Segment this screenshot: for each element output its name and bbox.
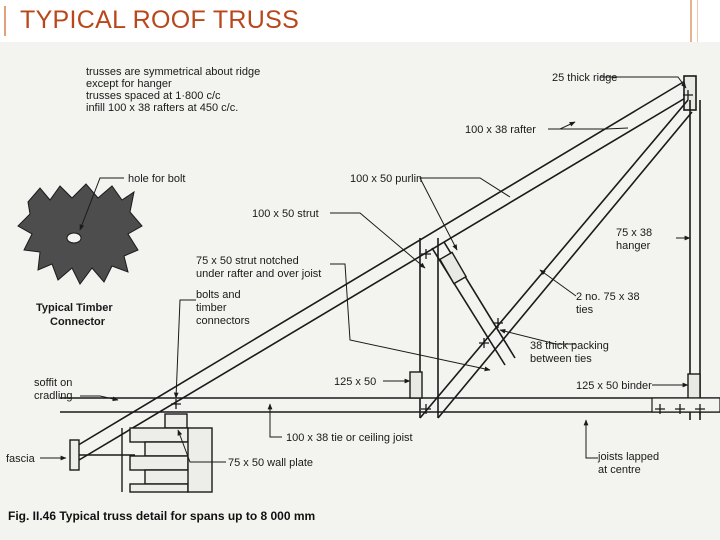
wall-plate-label: 75 x 50 wall plate [228,457,313,469]
hole-for-bolt-label: hole for bolt [128,173,185,185]
timber-connector-icon [17,183,143,285]
note-line-4: infill 100 x 38 rafters at 450 c/c. [86,102,238,114]
ties-label-1: 2 no. 75 x 38 [576,291,640,303]
binder-block [687,373,701,399]
bolts-label-1: bolts and [196,289,241,301]
tie-line-2 [437,111,693,419]
hanger-label-2: hanger [616,240,651,252]
figure-caption: Fig. II.46 Typical truss detail for span… [8,509,315,523]
wall-plate [164,413,188,429]
hanger-label-1: 75 x 38 [616,227,652,239]
truss-members [60,75,720,464]
joist-lap-plate [651,397,720,413]
block-label: 125 x 50 [334,376,376,388]
rafter-top-line [69,77,691,451]
lapped-label-2: at centre [598,464,641,476]
notched-strut-label-1: 75 x 50 strut notched [196,255,299,267]
bolts-label-3: connectors [196,315,250,327]
note-line-3: trusses spaced at 1·800 c/c [86,90,221,102]
notched-strut-label-2: under rafter and over joist [196,268,321,280]
binder-label: 125 x 50 binder [576,380,652,392]
soffit-label-1: soffit on [34,377,72,389]
fascia-board [69,439,80,471]
fascia-label: fascia [6,453,36,465]
connector-title-1: Typical Timber [36,302,113,314]
bolt-marks [171,90,705,414]
tie-joist-label: 100 x 38 tie or ceiling joist [286,432,413,444]
soffit-label-2: cradling [34,390,73,402]
bolt-hole [66,232,82,244]
purlin-block [438,251,468,285]
notes-block: trusses are symmetrical about ridge exce… [86,66,260,114]
purlin-label: 100 x 50 purlin [350,173,422,185]
connector-title-2: Connector [50,316,106,328]
strut-label: 100 x 50 strut [252,208,319,220]
leader-lines [40,76,691,463]
packing-label-2: between ties [530,353,592,365]
ridge-label: 25 thick ridge [552,72,617,84]
rafter-label: 100 x 38 rafter [465,124,536,136]
tie-line-1 [419,99,689,419]
block-125x50 [409,371,423,399]
lapped-label-1: joists lapped [597,451,659,463]
header-divider-thin [697,0,698,42]
packing-label-1: 38 thick packing [530,340,609,352]
note-line-2: except for hanger [86,78,172,90]
wall-detail [69,413,213,493]
bolts-label-2: timber [196,302,227,314]
figure-panel [0,42,720,540]
ties-label-2: ties [576,304,594,316]
note-line-1: trusses are symmetrical about ridge [86,66,260,78]
slide-title: TYPICAL ROOF TRUSS [20,6,300,34]
rafter-bottom-line [73,93,693,464]
title-accent-bar [4,6,6,36]
header-divider [690,0,692,42]
